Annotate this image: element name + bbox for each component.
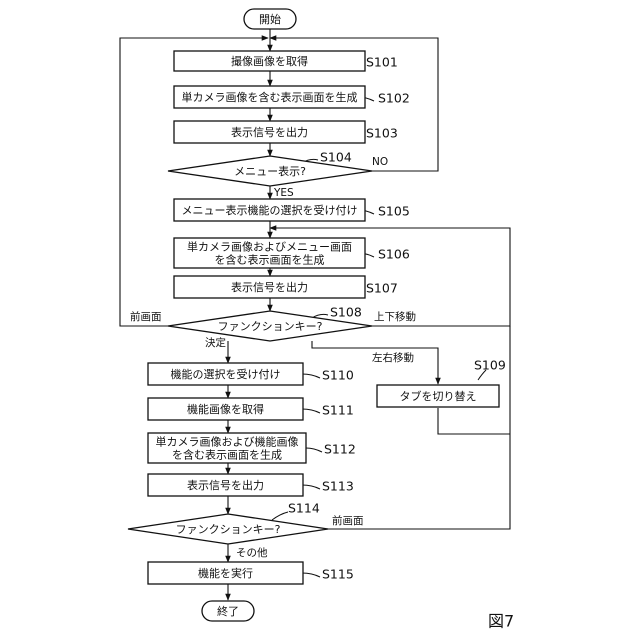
leader-s115	[302, 573, 320, 577]
step-s111: S111	[322, 403, 354, 418]
label-s114-back: 前画面	[332, 514, 364, 527]
step-s107: S107	[366, 281, 398, 296]
s113-text: 表示信号を出力	[187, 478, 264, 492]
leader-s112	[306, 448, 322, 452]
node-s105: メニュー表示機能の選択を受け付け	[174, 199, 365, 221]
leader-s110	[302, 374, 320, 378]
s115-text: 機能を実行	[198, 566, 253, 580]
step-s102: S102	[378, 91, 410, 106]
step-s104: S104	[320, 150, 352, 165]
s112-text-line1: 単カメラ画像および機能画像	[156, 435, 299, 449]
figure-label: 図7	[488, 612, 514, 631]
s106-text-line2: を含む表示画面を生成	[215, 253, 325, 267]
label-s108-decide: 決定	[205, 336, 226, 349]
label-s108-leftright: 左右移動	[372, 351, 414, 364]
node-s115: 機能を実行	[148, 562, 303, 584]
s107-text: 表示信号を出力	[231, 280, 308, 294]
start-label: 開始	[259, 12, 281, 26]
label-no: NO	[372, 156, 388, 168]
label-s114-other: その他	[236, 546, 268, 559]
s114-text: ファンクションキー?	[176, 523, 281, 536]
node-s102: 単カメラ画像を含む表示画面を生成	[174, 86, 365, 108]
s101-text: 撮像画像を取得	[231, 54, 308, 68]
step-s101: S101	[366, 55, 398, 70]
node-s101: 撮像画像を取得	[174, 51, 365, 71]
step-s114: S114	[288, 501, 320, 516]
node-s111: 機能画像を取得	[148, 398, 303, 420]
step-s106: S106	[378, 247, 410, 262]
node-s109: タブを切り替え	[377, 385, 499, 407]
s103-text: 表示信号を出力	[231, 125, 308, 139]
step-s115: S115	[322, 567, 354, 582]
node-s113: 表示信号を出力	[148, 474, 303, 496]
step-s109: S109	[474, 358, 506, 373]
s102-text: 単カメラ画像を含む表示画面を生成	[182, 90, 358, 104]
step-s113: S113	[322, 479, 354, 494]
label-s108-back: 前画面	[130, 310, 162, 323]
edge-s109-return	[438, 408, 510, 434]
edge-s114-back	[328, 326, 510, 529]
node-end: 終了	[202, 601, 254, 621]
step-s105: S105	[378, 204, 410, 219]
s108-text: ファンクションキー?	[218, 320, 323, 333]
node-s112: 単カメラ画像および機能画像 を含む表示画面を生成	[148, 433, 306, 463]
step-s112: S112	[324, 442, 356, 457]
step-s108: S108	[330, 305, 362, 320]
node-s103: 表示信号を出力	[174, 121, 365, 143]
step-s103: S103	[366, 126, 398, 141]
leader-s114	[272, 512, 288, 520]
s109-text: タブを切り替え	[400, 389, 477, 403]
node-start: 開始	[244, 9, 296, 29]
s104-text: メニュー表示?	[234, 164, 306, 178]
node-s106: 単カメラ画像およびメニュー画面 を含む表示画面を生成	[174, 238, 365, 268]
step-s110: S110	[322, 368, 354, 383]
s112-text-line2: を含む表示画面を生成	[172, 448, 282, 462]
s111-text: 機能画像を取得	[187, 402, 264, 416]
leader-s111	[302, 409, 320, 413]
node-s110: 機能の選択を受け付け	[148, 363, 303, 385]
label-s108-updown: 上下移動	[374, 310, 416, 323]
end-label: 終了	[217, 604, 239, 618]
s110-text: 機能の選択を受け付け	[171, 367, 281, 381]
node-s107: 表示信号を出力	[174, 276, 365, 298]
s106-text-line1: 単カメラ画像およびメニュー画面	[187, 240, 352, 254]
leader-s113	[302, 485, 320, 489]
label-yes: YES	[273, 187, 294, 199]
node-s114-decision: ファンクションキー?	[128, 514, 328, 544]
s105-text: メニュー表示機能の選択を受け付け	[182, 203, 358, 217]
